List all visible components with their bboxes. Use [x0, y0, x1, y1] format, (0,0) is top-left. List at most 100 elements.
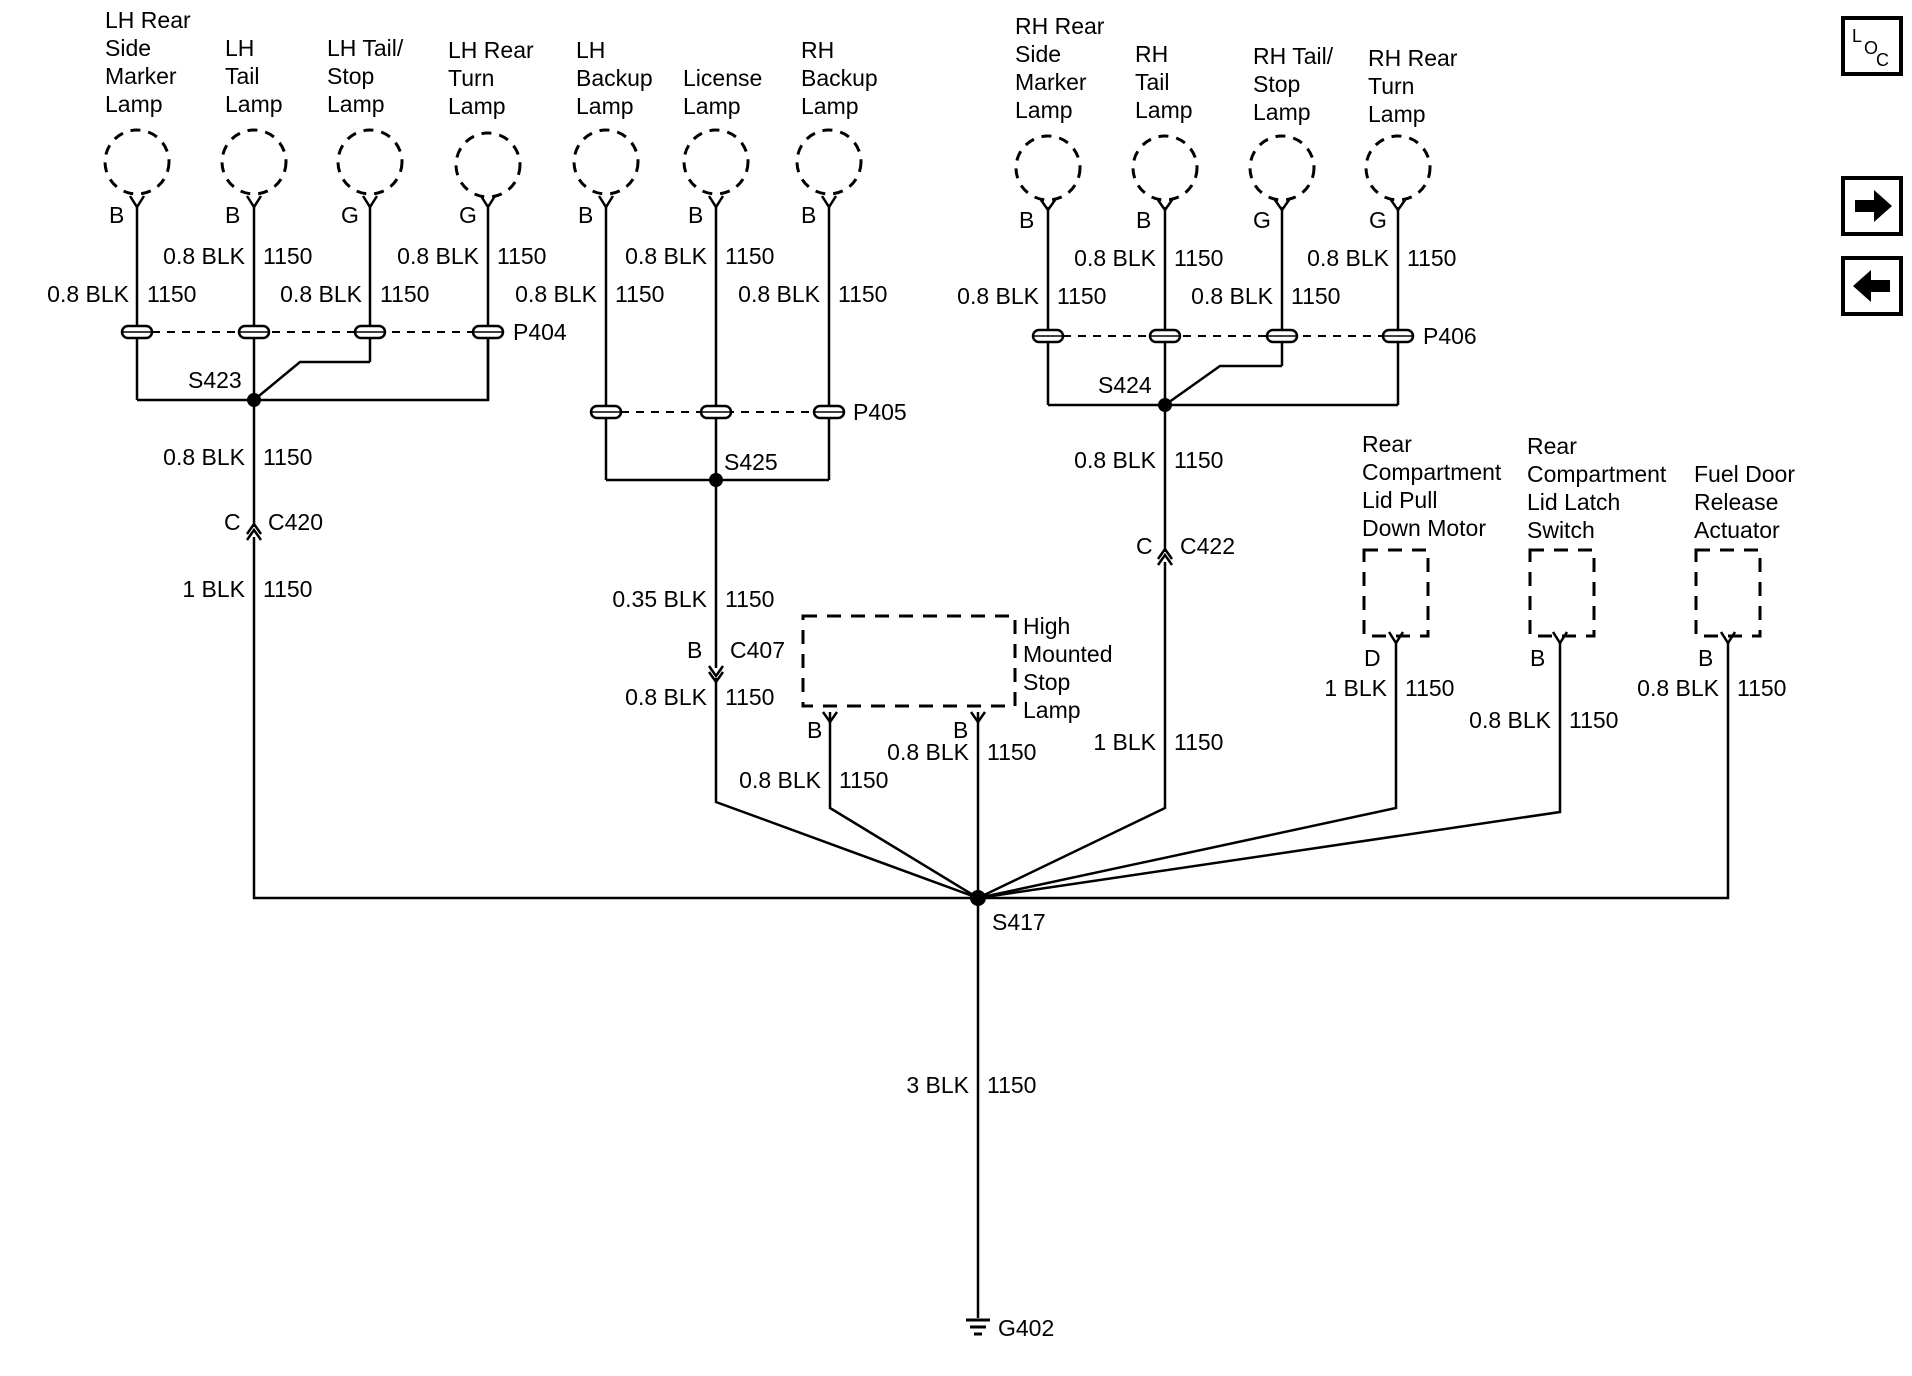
wire-size-label: 3 BLK [906, 1072, 969, 1098]
pin-label: B [1698, 645, 1713, 671]
inline-connector-symbols [245, 521, 1174, 685]
pin-label: B [953, 717, 968, 743]
component-labels: LH Rear Side Marker Lamp LH Tail Lamp LH… [105, 7, 1801, 723]
circuit-label: 1150 [1291, 283, 1340, 309]
fuel-door-release-actuator-label: Fuel Door Release Actuator [1694, 461, 1801, 543]
wire-size-label: 1 BLK [1093, 729, 1156, 755]
loc-icon[interactable]: L O C [1841, 16, 1903, 76]
circuit-label: 1150 [263, 444, 312, 470]
ground-g402-label: G402 [998, 1315, 1054, 1341]
wire-size-label: 0.8 BLK [397, 243, 479, 269]
circuit-label: 1150 [1569, 707, 1618, 733]
wire-size-label: 1 BLK [182, 576, 245, 602]
connector-c422-pin: C [1136, 533, 1153, 559]
loc-glyph-l: L [1852, 26, 1862, 46]
wire-size-label: 0.8 BLK [1637, 675, 1719, 701]
wire-size-label: 0.8 BLK [163, 444, 245, 470]
wire-size-label: 0.8 BLK [47, 281, 129, 307]
wire-size-label: 1 BLK [1324, 675, 1387, 701]
circuit-label: 1150 [725, 243, 774, 269]
wire-size-label: 0.8 BLK [957, 283, 1039, 309]
circuit-label: 1150 [380, 281, 429, 307]
rh-rear-side-marker-lamp-label: RH Rear Side Marker Lamp [1015, 13, 1111, 123]
wire-size-label: 0.8 BLK [887, 739, 969, 765]
splice-s425-label: S425 [724, 449, 778, 475]
circuit-label: 1150 [1405, 675, 1454, 701]
circuit-label: 1150 [1737, 675, 1786, 701]
lh-rear-side-marker-lamp-label: LH Rear Side Marker Lamp [105, 7, 197, 117]
license-lamp-label: License Lamp [683, 65, 769, 119]
pin-labels: B B G G B B B B B G G D B B B B [109, 202, 1713, 743]
loc-glyph-c: C [1876, 50, 1889, 70]
lh-tail-stop-lamp-label: LH Tail/ Stop Lamp [327, 35, 410, 117]
wire-size-label: 0.8 BLK [1074, 447, 1156, 473]
lh-tail-lamp-label: LH Tail Lamp [225, 35, 283, 117]
pin-forks [128, 195, 1737, 725]
ground-icon [966, 1318, 990, 1336]
circuit-label: 1150 [1174, 447, 1223, 473]
pin-label: B [109, 202, 124, 228]
wire-size-label: 0.8 BLK [738, 281, 820, 307]
loc-glyph-o: O [1864, 38, 1878, 58]
connector-p406-label: P406 [1423, 323, 1477, 349]
splice-s424-label: S424 [1098, 372, 1152, 398]
wire-size-label: 0.8 BLK [625, 243, 707, 269]
pin-label: B [801, 202, 816, 228]
pin-label: B [225, 202, 240, 228]
pin-label: B [807, 717, 822, 743]
rh-tail-stop-lamp-label: RH Tail/ Stop Lamp [1253, 43, 1340, 125]
wire-size-label: 0.8 BLK [280, 281, 362, 307]
wire-size-label: 0.35 BLK [612, 586, 707, 612]
wiring [135, 207, 1730, 1318]
rh-rear-turn-lamp-label: RH Rear Turn Lamp [1368, 45, 1464, 127]
pin-label: B [578, 202, 593, 228]
pin-label: B [1019, 207, 1034, 233]
rear-compartment-lid-latch-switch-label: Rear Compartment Lid Latch Switch [1527, 433, 1673, 543]
pin-label: B [1530, 645, 1545, 671]
pin-label: G [1369, 207, 1387, 233]
splice-s417-label: S417 [992, 909, 1046, 935]
circuit-label: 1150 [1174, 245, 1223, 271]
rear-compartment-lid-pull-down-motor-label: Rear Compartment Lid Pull Down Motor [1362, 431, 1508, 541]
pin-label: D [1364, 645, 1381, 671]
circuit-label: 1150 [1407, 245, 1456, 271]
high-mounted-stop-lamp-label: High Mounted Stop Lamp [1023, 613, 1119, 723]
connector-c407-label: C407 [730, 637, 785, 663]
circuit-label: 1150 [987, 739, 1036, 765]
circuit-label: 1150 [1057, 283, 1106, 309]
wire-size-label: 0.8 BLK [1469, 707, 1551, 733]
circuit-label: 1150 [615, 281, 664, 307]
splice-dots [247, 393, 1172, 906]
left-arrow-icon[interactable] [1841, 256, 1903, 316]
wire-size-label: 0.8 BLK [515, 281, 597, 307]
lh-backup-lamp-label: LH Backup Lamp [576, 37, 659, 119]
wire-size-label: 0.8 BLK [1191, 283, 1273, 309]
rh-tail-lamp-label: RH Tail Lamp [1135, 41, 1193, 123]
connector-c422-label: C422 [1180, 533, 1235, 559]
terminal-centerlines [122, 331, 1413, 413]
wire-size-label: 0.8 BLK [163, 243, 245, 269]
connector-p405-label: P405 [853, 399, 907, 425]
lh-rear-turn-lamp-label: LH Rear Turn Lamp [448, 37, 540, 119]
circuit-label: 1150 [263, 576, 312, 602]
circuit-label: 1150 [497, 243, 546, 269]
connector-labels: P404 P405 P406 C C420 C C422 B C407 S423… [188, 319, 1477, 1341]
right-arrow-icon[interactable] [1841, 176, 1903, 236]
circuit-label: 1150 [839, 767, 888, 793]
circuit-label: 1150 [725, 684, 774, 710]
wire-size-label: 0.8 BLK [739, 767, 821, 793]
connector-p404-label: P404 [513, 319, 567, 345]
splice-s423-label: S423 [188, 367, 242, 393]
wire-size-label: 0.8 BLK [1074, 245, 1156, 271]
circuit-label: 1150 [147, 281, 196, 307]
circuit-label: 1150 [838, 281, 887, 307]
wire-size-label: 0.8 BLK [625, 684, 707, 710]
connector-c420-pin: C [224, 509, 241, 535]
component-boxes [801, 548, 1762, 708]
lamp-symbols [103, 128, 1432, 202]
circuit-label: 1150 [725, 586, 774, 612]
connector-c420-label: C420 [268, 509, 323, 535]
wire-labels: 0.8 BLK 1150 0.8 BLK 1150 0.8 BLK 1150 0… [47, 243, 1786, 1098]
pin-label: B [688, 202, 703, 228]
